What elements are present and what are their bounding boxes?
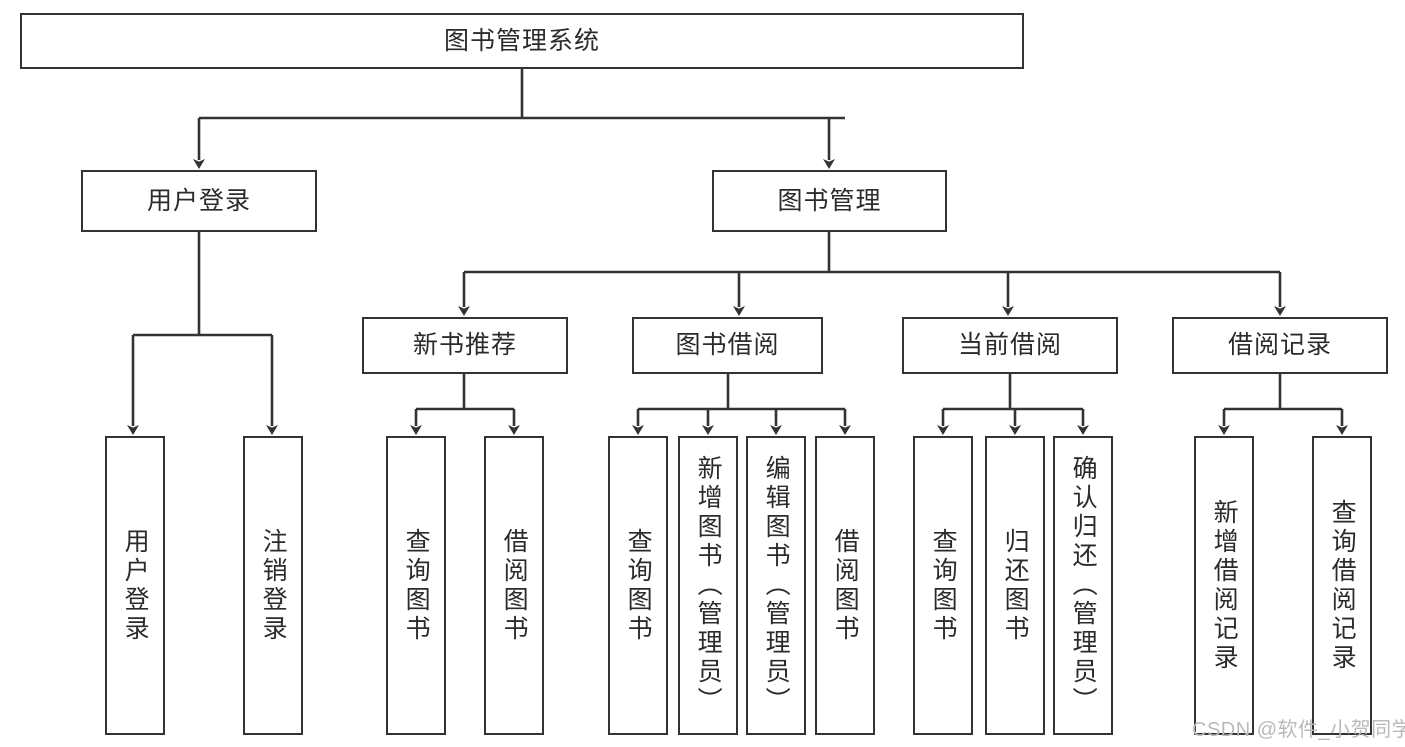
node-current-borrow[interactable]: 当前借阅 [902,317,1118,374]
leaf-query-borrow-record-label: 查询借阅记录 [1328,498,1357,673]
node-new-book-recommend-label: 新书推荐 [412,331,517,360]
leaf-return-book-label: 归还图书 [1001,527,1030,644]
leaf-user-login-label: 用户登录 [121,527,150,644]
leaf-add-borrow-record-label: 新增借阅记录 [1210,498,1239,673]
node-borrow-record-label: 借阅记录 [1227,331,1332,360]
node-root-label: 图书管理系统 [443,26,600,55]
node-book-manage[interactable]: 图书管理 [712,170,947,232]
leaf-return-book[interactable]: 归还图书 [985,436,1045,735]
leaf-borrow-book[interactable]: 借阅图书 [815,436,875,735]
leaf-user-login[interactable]: 用户登录 [105,436,165,735]
leaf-confirm-return-admin-label: 确认归还（管理员） [1069,455,1098,716]
leaf-borrow-book-recommend-label: 借阅图书 [500,527,529,644]
leaf-query-book-recommend-label: 查询图书 [402,527,431,644]
leaf-add-book-admin[interactable]: 新增图书（管理员） [678,436,738,735]
leaf-confirm-return-admin[interactable]: 确认归还（管理员） [1053,436,1113,735]
leaf-query-book-current-label: 查询图书 [929,527,958,644]
node-user-login-label: 用户登录 [146,186,251,215]
node-current-borrow-label: 当前借阅 [957,331,1062,360]
leaf-query-borrow-record[interactable]: 查询借阅记录 [1312,436,1372,735]
leaf-add-borrow-record[interactable]: 新增借阅记录 [1194,436,1254,735]
leaf-edit-book-admin-label: 编辑图书（管理员） [762,455,791,716]
node-book-manage-label: 图书管理 [777,186,882,215]
node-borrow-record[interactable]: 借阅记录 [1172,317,1388,374]
leaf-edit-book-admin[interactable]: 编辑图书（管理员） [746,436,806,735]
leaf-query-book-current[interactable]: 查询图书 [913,436,973,735]
leaf-borrow-book-recommend[interactable]: 借阅图书 [484,436,544,735]
node-root[interactable]: 图书管理系统 [20,13,1024,69]
node-new-book-recommend[interactable]: 新书推荐 [362,317,568,374]
leaf-user-logout-label: 注销登录 [259,527,288,644]
leaf-user-logout[interactable]: 注销登录 [243,436,303,735]
leaf-add-book-admin-label: 新增图书（管理员） [694,455,723,716]
csdn-watermark: CSDN @软件_小贺同学 [1192,719,1405,741]
node-user-login[interactable]: 用户登录 [81,170,317,232]
node-book-borrow-label: 图书借阅 [675,331,780,360]
leaf-query-book-recommend[interactable]: 查询图书 [386,436,446,735]
leaf-borrow-book-label: 借阅图书 [831,527,860,644]
leaf-query-book-borrow[interactable]: 查询图书 [608,436,668,735]
leaf-query-book-borrow-label: 查询图书 [624,527,653,644]
node-book-borrow[interactable]: 图书借阅 [632,317,823,374]
